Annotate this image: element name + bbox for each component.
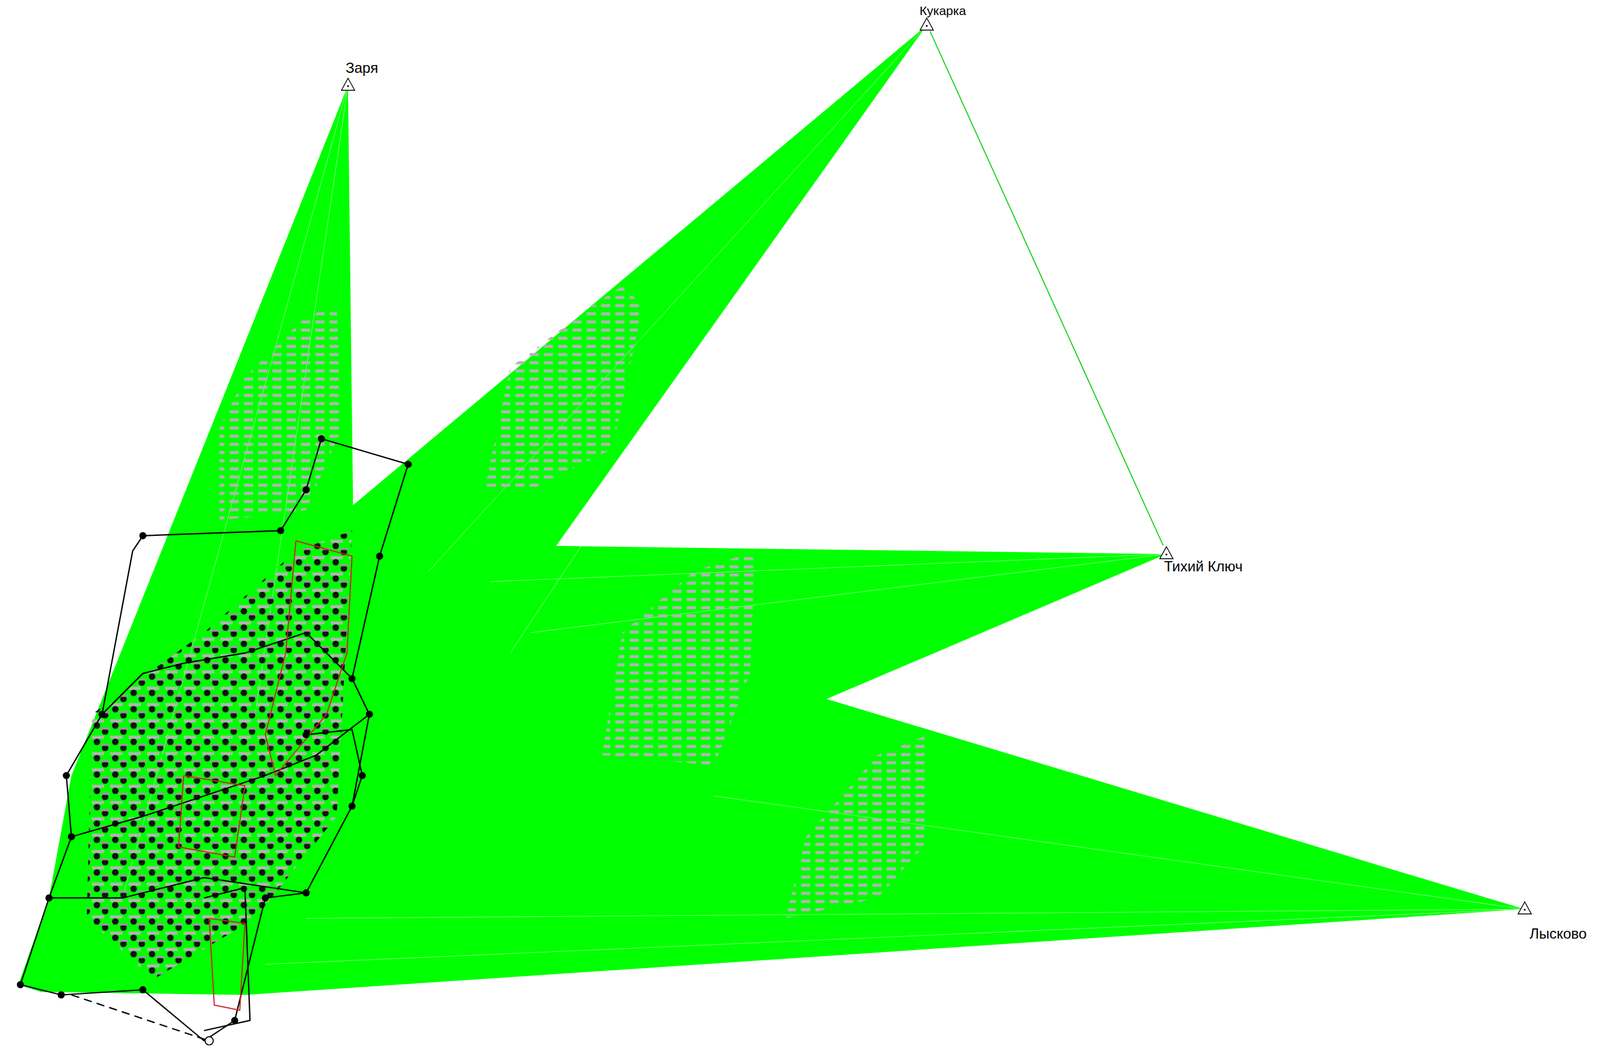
station-centre <box>346 84 349 87</box>
survey-points <box>86 530 353 980</box>
station-triangle <box>1516 900 1533 916</box>
triangle-outline <box>1159 546 1174 559</box>
open-point <box>205 1036 214 1046</box>
traverse-network <box>20 438 409 1042</box>
traverse-vertices <box>16 435 412 1025</box>
baseline-fan <box>18 25 1525 995</box>
base-station: Кукарка <box>918 16 935 32</box>
station-centre <box>1523 908 1526 911</box>
station-centre <box>1165 553 1168 556</box>
red-traverse <box>178 540 353 1011</box>
station-triangle <box>340 77 356 92</box>
station-name: Заря <box>345 60 379 76</box>
triangle-outline <box>341 78 355 91</box>
station-name: Тихий Ключ <box>1164 558 1243 575</box>
station-triangle <box>1158 545 1175 561</box>
triangle-outline <box>1518 902 1532 915</box>
station-name: Кукарка <box>919 3 966 18</box>
base-station: Тихий Ключ <box>1158 545 1175 561</box>
triangle-outline <box>920 18 934 31</box>
base-station: Лысково <box>1516 900 1533 916</box>
baseline-vector <box>929 31 1163 546</box>
fan-line-texture <box>122 25 1525 965</box>
station-centre <box>925 24 928 27</box>
base-station: Заря <box>340 77 356 92</box>
station-triangle <box>918 16 935 32</box>
station-name: Лысково <box>1529 926 1587 942</box>
